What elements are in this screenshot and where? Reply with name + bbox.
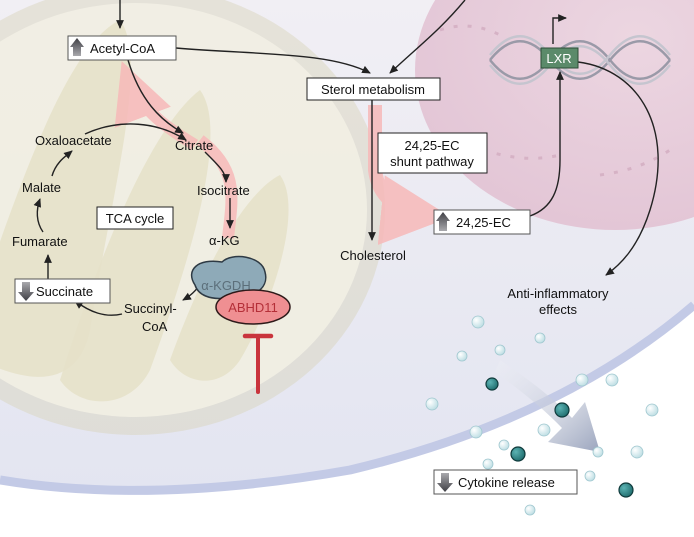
arrow-succinyl-to-succinate: [74, 300, 123, 316]
highlight-acetyl-citrate: [114, 61, 199, 151]
acetyl-coa-box: [67, 35, 177, 61]
abhd11-enzyme: ABHD11: [215, 289, 291, 325]
akgdh-complex: α-KGDH: [190, 255, 267, 300]
malate-label: Malate: [22, 180, 61, 195]
cytokine-particle-dark: [554, 402, 570, 418]
arrow-malate-to-oxaloacetate: [51, 150, 73, 177]
cytokine-box: [433, 469, 578, 495]
cytokine-particles: [425, 315, 659, 516]
isocitrate-label: Isocitrate: [197, 183, 250, 198]
cytokine-particle: [584, 470, 596, 482]
tca-cycle-label: TCA cycle: [106, 211, 165, 226]
cytokine-release-label: Cytokine release: [458, 475, 555, 490]
cytokine-particle: [494, 344, 506, 356]
arrow-lxr-to-anti: [577, 61, 659, 276]
arrow-acetyl-to-citrate: [127, 59, 184, 134]
cytokine-particle: [592, 446, 604, 458]
arrow-oxaloacetate-to-citrate: [84, 123, 187, 141]
highlight-shunt: [368, 105, 451, 245]
arrow-ec-to-lxr: [529, 71, 564, 217]
ec-label: 24,25-EC: [456, 215, 511, 230]
cytokine-particle: [524, 504, 536, 516]
acetyl-coa-label: Acetyl-CoA: [90, 41, 155, 56]
succinyl-coa-label-2: CoA: [142, 319, 168, 334]
succinate-box: [14, 278, 111, 304]
cytokine-particle-dark: [510, 446, 526, 462]
arrow-citrate-to-isocitrate: [204, 151, 230, 183]
cytokine-particle: [425, 397, 439, 411]
cytokine-particle: [605, 373, 619, 387]
anti-inflammatory-label-2: effects: [539, 302, 578, 317]
cytokine-particle: [482, 458, 494, 470]
cytokine-particle: [645, 403, 659, 417]
mitochondrion: [0, 0, 385, 435]
lxr-box: [540, 47, 579, 69]
cytokine-particle: [575, 373, 589, 387]
fumarate-label: Fumarate: [12, 234, 68, 249]
succinate-label: Succinate: [36, 284, 93, 299]
cytokine-particle-dark: [618, 482, 634, 498]
arrow-fumarate-to-malate: [33, 198, 44, 233]
akgdh-label: α-KGDH: [201, 278, 250, 293]
abhd11-label: ABHD11: [228, 300, 278, 315]
succinate-down-arrow-icon: [18, 282, 34, 301]
cytokine-particle: [630, 445, 644, 459]
cytokine-down-arrow-icon: [437, 473, 453, 492]
akg-label: α-KG: [209, 233, 240, 248]
cytokine-particle: [537, 423, 551, 437]
arrow-nucleus-to-sterol: [389, 0, 466, 74]
cytokine-release-arrow: [495, 360, 600, 452]
shunt-pathway-box: [377, 132, 488, 174]
citrate-label: Citrate: [175, 138, 213, 153]
transcription-start-arrow: [552, 14, 567, 44]
shunt-pathway-label-1: 24,25-EC: [405, 138, 460, 153]
shunt-pathway-label-2: shunt pathway: [390, 154, 474, 169]
succinyl-coa-label-1: Succinyl-: [124, 301, 177, 316]
dna-helix: [489, 35, 671, 85]
ec-up-arrow-icon: [436, 212, 450, 231]
cytokine-particle: [469, 425, 483, 439]
cholesterol-label: Cholesterol: [340, 248, 406, 263]
cytokine-particle-dark: [485, 377, 499, 391]
cytokine-particle: [534, 332, 546, 344]
cytokine-particle: [471, 315, 485, 329]
oxaloacetate-label: Oxaloacetate: [35, 133, 112, 148]
cell-membrane: [0, 301, 694, 495]
anti-inflammatory-label-1: Anti-inflammatory: [507, 286, 609, 301]
tca-cycle-box: [96, 206, 174, 230]
lxr-label: LXR: [546, 51, 571, 66]
sterol-metabolism-label: Sterol metabolism: [321, 82, 425, 97]
sterol-metabolism-box: [306, 77, 441, 101]
ec-box: [433, 209, 531, 235]
cytokine-particle: [498, 439, 510, 451]
acetyl-up-arrow-icon: [70, 38, 84, 56]
inhibition-symbol: [242, 333, 274, 394]
cytokine-particle: [456, 350, 468, 362]
arrow-acetyl-to-sterol: [175, 47, 371, 74]
